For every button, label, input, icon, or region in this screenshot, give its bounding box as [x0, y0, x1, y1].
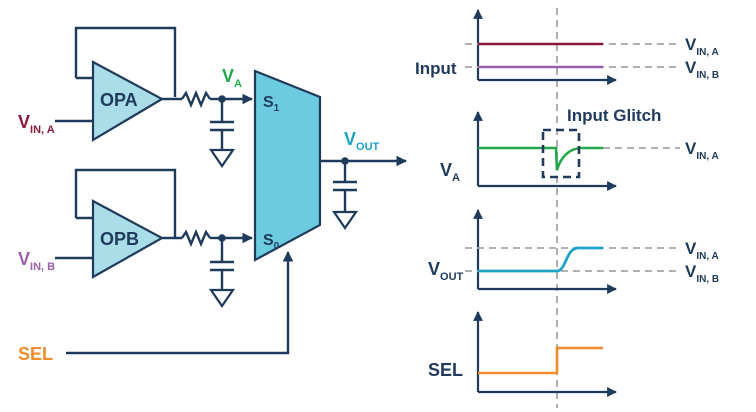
- opa-resistor: [181, 89, 211, 109]
- sel-panel: SEL: [428, 311, 617, 397]
- vin-b-label: VIN, B: [18, 249, 55, 273]
- input-ref-a-label: VIN, A: [685, 35, 719, 58]
- va-label: VA: [222, 66, 242, 90]
- vout-capacitor: [333, 180, 357, 192]
- vin-a-label: VIN, A: [18, 112, 55, 136]
- sel-wire: [66, 250, 294, 355]
- opb-ground-icon: [208, 288, 236, 308]
- vout-ref-b-label: VIN, B: [685, 262, 719, 285]
- va-panel: Input Glitch VA VIN, A: [440, 106, 719, 191]
- opb-resistor: [181, 228, 211, 248]
- s1-label: S1: [263, 94, 280, 114]
- vout-wave-label: VOUT: [428, 259, 464, 283]
- s0-label: S0: [263, 232, 280, 252]
- opa-amplifier: [91, 60, 165, 142]
- vout-label: VOUT: [344, 129, 380, 153]
- opb-label: OPB: [100, 229, 139, 249]
- vout-panel: VOUT VIN, A VIN, B: [428, 209, 719, 294]
- glitch-box: [541, 128, 581, 179]
- opb-amplifier: [91, 199, 165, 279]
- input-ref-b-label: VIN, B: [685, 58, 719, 81]
- opa-ground-icon: [208, 148, 236, 168]
- sel-wave-label: SEL: [428, 360, 463, 380]
- opa-label: OPA: [100, 90, 138, 110]
- vout-trace: [478, 246, 603, 273]
- opa-capacitor: [210, 120, 234, 132]
- glitch-label: Input Glitch: [567, 106, 661, 125]
- va-ref-label: VIN, A: [685, 139, 719, 162]
- va-trace: [478, 146, 603, 171]
- opb-capacitor: [210, 260, 234, 272]
- input-label: Input: [415, 59, 457, 78]
- input-panel: Input VIN, A VIN, B: [415, 9, 719, 85]
- circuit-schematic: OPA OPB S1 S0: [18, 26, 408, 364]
- opb-feedback-wire: [74, 168, 177, 238]
- opa-feedback-wire: [74, 26, 177, 97]
- multiplexer: [253, 69, 322, 262]
- vout-ref-a-label: VIN, A: [685, 239, 719, 262]
- vout-ground-icon: [331, 210, 359, 230]
- sel-trace: [478, 346, 603, 375]
- sel-label: SEL: [18, 344, 53, 364]
- va-wave-label: VA: [440, 160, 460, 184]
- timing-waveforms: Input VIN, A VIN, B Input Glitch VA VIN,…: [415, 8, 719, 408]
